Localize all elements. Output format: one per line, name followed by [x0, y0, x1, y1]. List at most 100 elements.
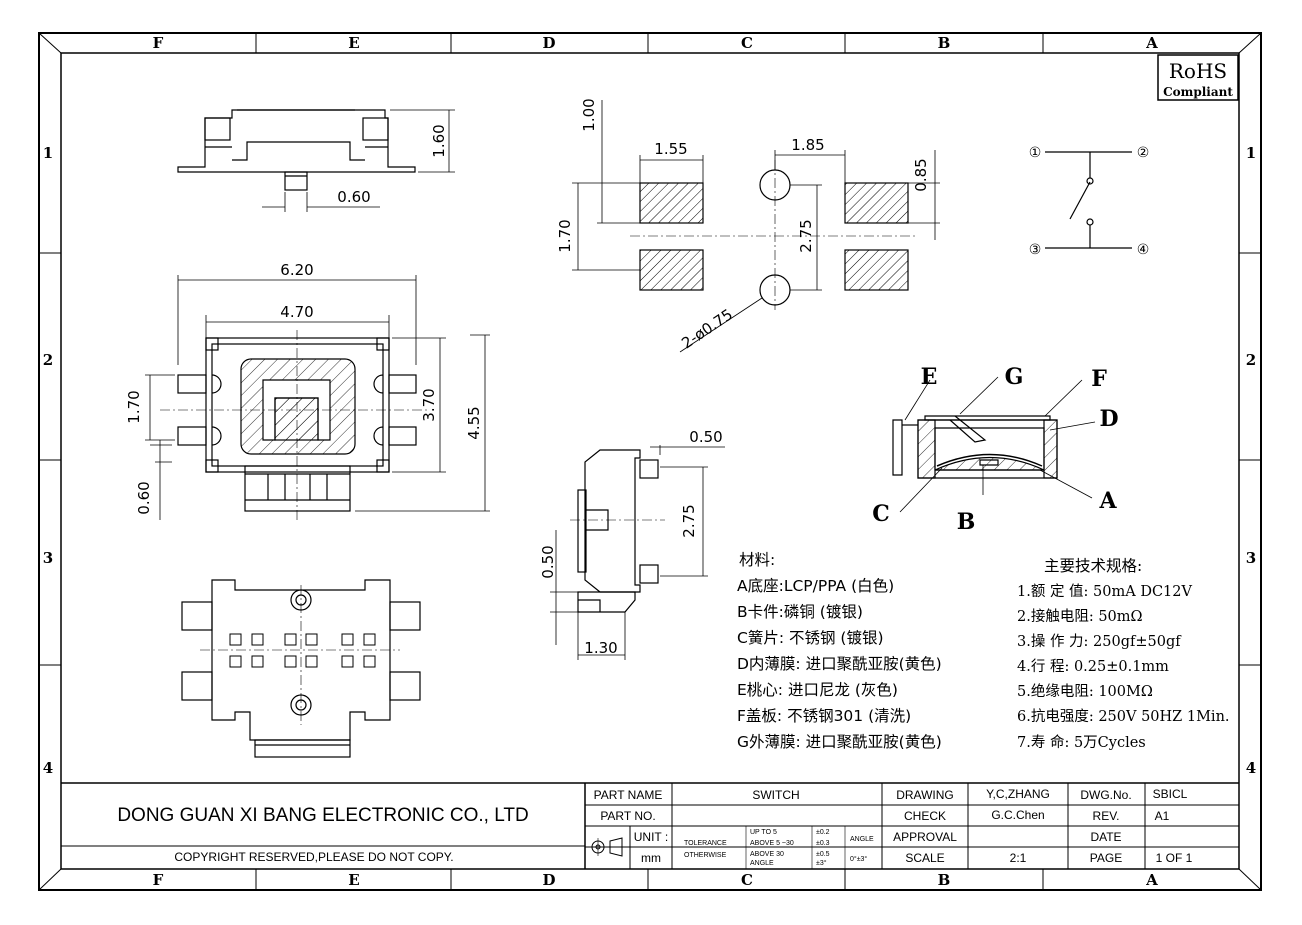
material-b: B卡件:磷铜 (镀银): [737, 603, 863, 621]
label-a: A: [1098, 488, 1117, 514]
check-by: G.C.Chen: [991, 808, 1044, 822]
material-e: E桃心: 进口尼龙 (灰色): [737, 681, 898, 699]
zone-top-c: C: [741, 34, 753, 52]
rohs-badge: RoHS Compliant: [1157, 54, 1239, 101]
materials-list: 材料: A底座:LCP/PPA (白色) B卡件:磷铜 (镀银) C簧片: 不锈…: [737, 551, 942, 751]
top-view: [145, 275, 490, 520]
drawing-label: DRAWING: [896, 788, 954, 802]
material-d: D内薄膜: 进口聚酰亚胺(黄色): [737, 655, 942, 673]
zone-top-f: F: [153, 34, 164, 52]
zone-bottom-a: A: [1145, 871, 1158, 889]
zone-left-1: 1: [43, 144, 53, 162]
tol-row-4: ANGLE: [750, 860, 774, 867]
company-name: DONG GUAN XI BANG ELECTRONIC CO., LTD: [117, 805, 528, 826]
tolerance-label: TOLERANCE: [684, 840, 727, 847]
page-label: PAGE: [1090, 851, 1122, 865]
zone-left-4: 4: [43, 759, 53, 777]
material-g: G外薄膜: 进口聚酰亚胺(黄色): [737, 733, 942, 751]
label-f: F: [1091, 366, 1107, 392]
spec-4: 4.行 程: 0.25±0.1mm: [1017, 658, 1169, 675]
dim-top-p1: 1.70: [125, 390, 143, 423]
dim-pcb-a: 1.00: [580, 98, 598, 131]
zone-top-e: E: [348, 34, 359, 52]
unit: mm: [641, 851, 661, 865]
zone-bottom-e: E: [348, 871, 359, 889]
rev-value: A1: [1155, 809, 1170, 823]
dim-top-h2: 4.55: [465, 406, 483, 439]
section-labels: E G F D A B C: [872, 364, 1118, 535]
label-b: B: [957, 509, 976, 535]
date-label: DATE: [1090, 830, 1121, 844]
spec-3: 3.操 作 力: 250gf±50gf: [1017, 633, 1182, 650]
tol-row-1: UP TO 5: [750, 829, 777, 836]
dim-pcb-c: 1.85: [791, 136, 824, 154]
zone-bottom-b: B: [938, 871, 951, 889]
dwg-no-label: DWG.No.: [1080, 788, 1131, 802]
angle-label: ANGLE: [850, 836, 874, 843]
zone-right-4: 4: [1246, 759, 1256, 777]
dim-sv-c: 0.50: [539, 545, 557, 578]
spec-1: 1.额 定 值: 50mA DC12V: [1017, 583, 1192, 600]
part-name-label: PART NAME: [594, 788, 663, 802]
rev-label: REV.: [1093, 809, 1120, 823]
zone-right-1: 1: [1246, 144, 1256, 162]
tol-val-4: ±3°: [816, 859, 827, 867]
dim-top-p2: 0.60: [135, 481, 153, 514]
pin-1: ①: [1029, 145, 1042, 161]
dim-pcb-f: 2.75: [797, 219, 815, 252]
material-a: A底座:LCP/PPA (白色): [737, 577, 894, 595]
label-e: E: [921, 364, 938, 390]
dim-pcb-d: 0.85: [912, 158, 930, 191]
zone-bottom-d: D: [542, 871, 555, 889]
dim-top-w2: 4.70: [280, 303, 313, 321]
material-c: C簧片: 不锈钢 (镀银): [737, 629, 884, 647]
zone-labels-right: 1 2 3 4: [1246, 144, 1256, 777]
dim-pcb-g: 2-ø0.75: [678, 305, 736, 352]
rohs-main: RoHS: [1169, 59, 1227, 83]
zone-bottom-c: C: [741, 871, 753, 889]
tol-val-1: ±0.2: [816, 829, 830, 836]
pin-2: ②: [1137, 145, 1150, 161]
dim-pcb-e: 1.70: [556, 219, 574, 252]
zone-labels-bottom: F E D C B A: [153, 871, 1159, 889]
zone-right-2: 2: [1246, 351, 1256, 369]
spec-7: 7.寿 命: 5万Cycles: [1017, 733, 1146, 751]
dim-sv-b: 2.75: [680, 504, 698, 537]
sheet-frame: [38, 32, 1262, 891]
material-f: F盖板: 不锈钢301 (清洗): [737, 707, 911, 725]
part-name: SWITCH: [752, 788, 799, 802]
side-profile-view: [550, 445, 725, 660]
bottom-view: [181, 579, 421, 758]
label-g: G: [1005, 364, 1024, 390]
schematic-pins: ① ② ③ ④: [1029, 145, 1150, 258]
drawing-by: Y,C,ZHANG: [986, 787, 1050, 801]
tol-val-3: ±0.5: [816, 851, 830, 858]
dim-pcb-b: 1.55: [654, 140, 687, 158]
tol-val-2: ±0.3: [816, 840, 830, 847]
zone-top-b: B: [938, 34, 951, 52]
zone-labels-left: 1 2 3 4: [43, 144, 53, 777]
pin-4: ④: [1137, 242, 1150, 258]
pin-3: ③: [1029, 242, 1042, 258]
angle-value: 0°±3°: [850, 855, 867, 863]
zone-right-3: 3: [1246, 549, 1256, 567]
approval-label: APPROVAL: [893, 830, 957, 844]
dim-side-w: 0.60: [337, 188, 370, 206]
label-d: D: [1099, 406, 1118, 432]
scale-value: 2:1: [1010, 851, 1027, 865]
side-view: [177, 109, 455, 212]
page-value: 1 OF 1: [1156, 851, 1193, 865]
zone-left-2: 2: [43, 351, 53, 369]
materials-title: 材料:: [739, 551, 775, 569]
zone-top-a: A: [1145, 34, 1158, 52]
check-label: CHECK: [904, 809, 946, 823]
copyright: COPYRIGHT RESERVED,PLEASE DO NOT COPY.: [174, 850, 453, 864]
otherwise-label: OTHERWISE: [684, 852, 727, 859]
spec-title: 主要技术规格:: [1044, 557, 1142, 575]
dim-side-h: 1.60: [430, 124, 448, 157]
rohs-sub: Compliant: [1163, 85, 1233, 99]
tol-row-3: ABOVE 30: [750, 851, 784, 858]
zone-labels-top: F E D C B A: [153, 34, 1159, 52]
spec-list: 主要技术规格: 1.额 定 值: 50mA DC12V 2.接触电阻: 50mΩ…: [1017, 557, 1230, 751]
